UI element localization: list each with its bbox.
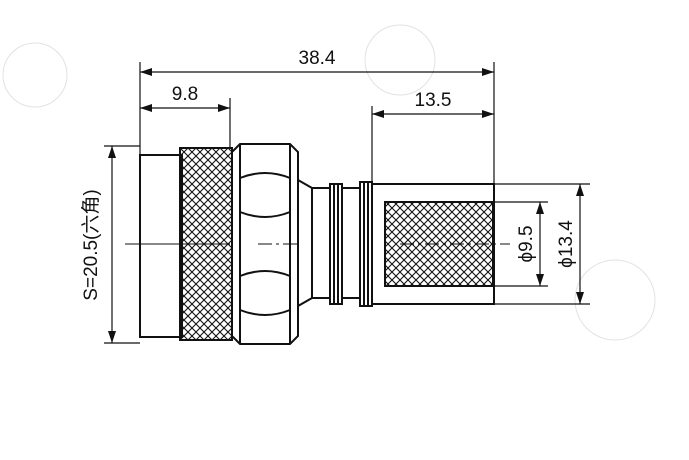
outer-diameter-label: ϕ13.4	[556, 220, 577, 268]
o-ring	[329, 183, 343, 305]
body-neck	[297, 178, 313, 308]
crimp-length-label: 13.5	[415, 90, 452, 111]
inner-diameter-label: ϕ9.5	[516, 225, 537, 262]
background-watermark	[2, 24, 656, 341]
nut-front-cap	[139, 154, 183, 338]
nut-length-label: 9.8	[172, 84, 198, 105]
overall-length-label: 38.4	[299, 48, 336, 69]
hex-size-label: S=20.5(六角)	[80, 189, 102, 300]
hex-body	[231, 143, 299, 345]
neck-tube	[311, 187, 331, 299]
dimension-lines	[104, 62, 590, 344]
